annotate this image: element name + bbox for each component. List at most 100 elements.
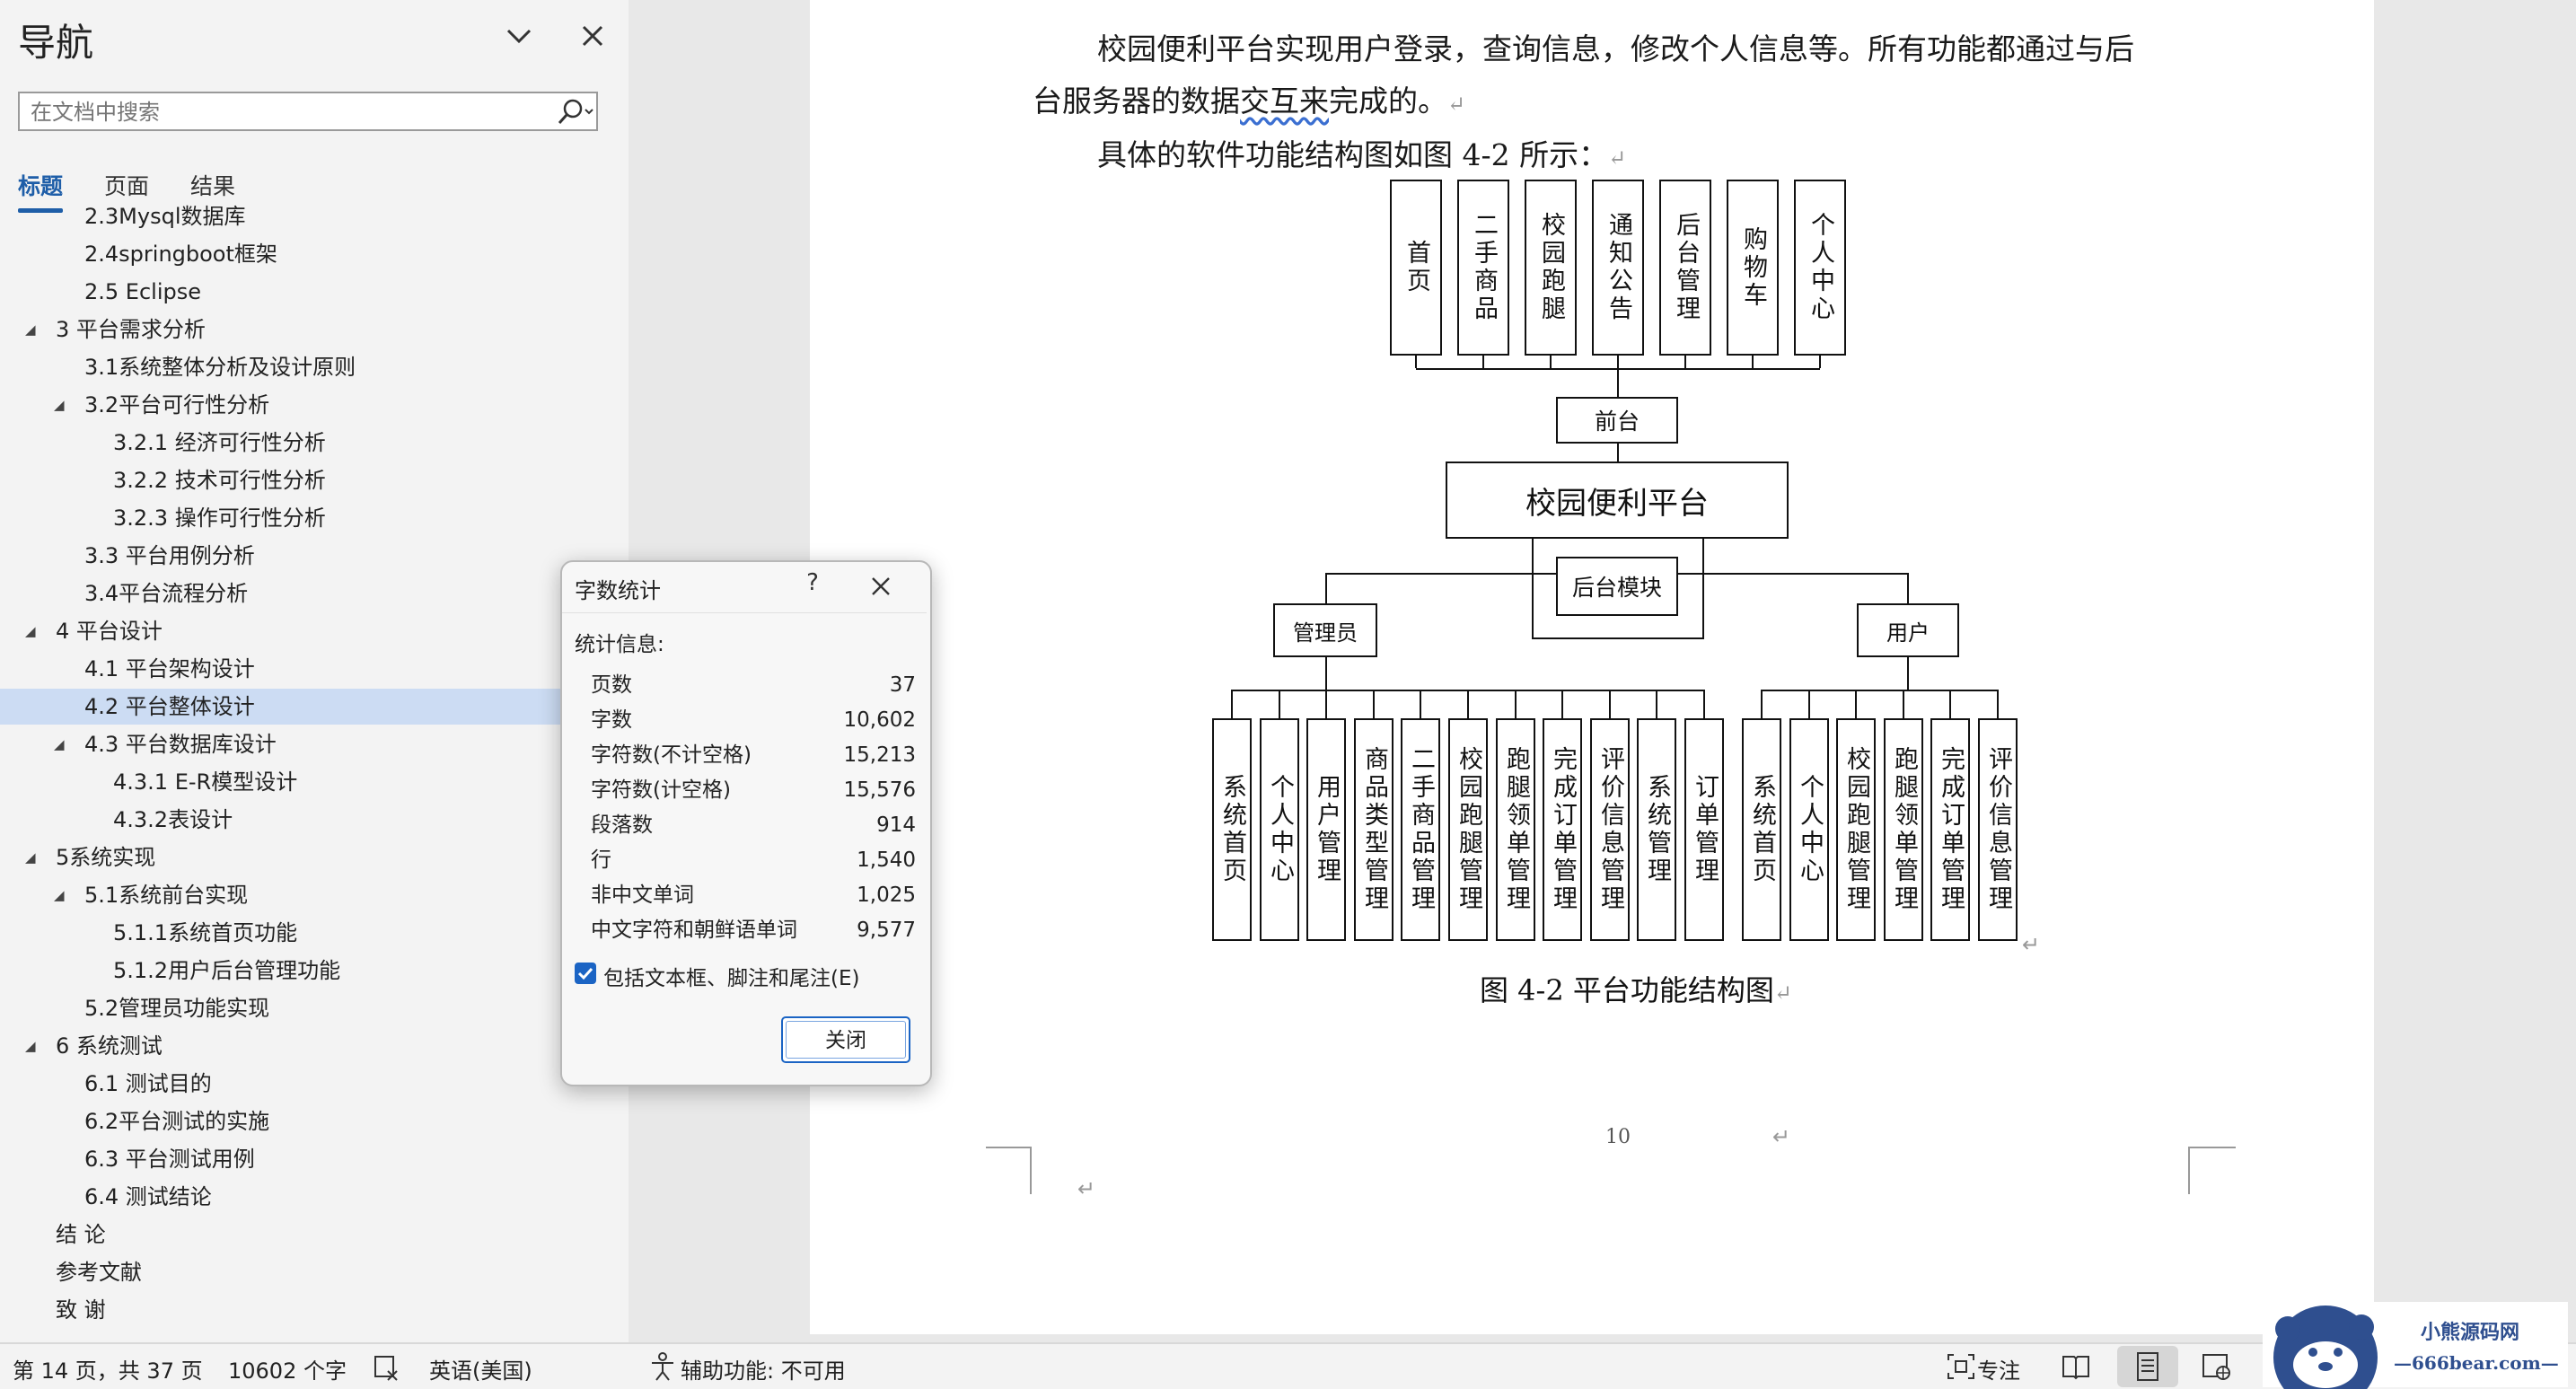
print-layout-button[interactable]: [2117, 1346, 2178, 1387]
tab-results[interactable]: 结果: [190, 173, 236, 199]
connector-line: [1231, 690, 1233, 718]
nav-heading-label: 6.1 测试目的: [84, 1071, 212, 1096]
admin-module-box: 个人中心: [1260, 718, 1299, 941]
close-icon[interactable]: [867, 573, 894, 600]
stat-label: 段落数: [591, 813, 653, 837]
search-input[interactable]: [29, 97, 535, 127]
connector-line: [1702, 539, 1704, 639]
nav-heading-item[interactable]: ◢4 平台设计: [0, 613, 629, 649]
nav-heading-item[interactable]: ◢5.1系统前台实现: [0, 877, 629, 913]
nav-heading-label: 5.1.1系统首页功能: [113, 920, 298, 945]
expand-triangle-icon[interactable]: ◢: [54, 736, 65, 752]
nav-heading-item[interactable]: 3.4平台流程分析: [0, 576, 629, 611]
nav-heading-item[interactable]: 4.3.1 E-R模型设计: [0, 764, 629, 800]
nav-heading-item[interactable]: 参考文献: [0, 1254, 629, 1290]
connector-line: [1656, 690, 1657, 718]
nav-heading-label: 3.2.1 经济可行性分析: [113, 430, 326, 455]
nav-heading-item[interactable]: 3.2.3 操作可行性分析: [0, 500, 629, 536]
tab-headings[interactable]: 标题: [18, 173, 64, 199]
help-button[interactable]: ?: [806, 569, 819, 596]
nav-heading-item[interactable]: ◢6 系统测试: [0, 1028, 629, 1064]
paragraph-1-line-2: 台服务器的数据交互来完成的。↵: [1033, 84, 1466, 119]
focus-mode-button[interactable]: 专注: [1977, 1358, 2020, 1384]
nav-heading-item[interactable]: ◢3 平台需求分析: [0, 312, 629, 347]
bear-logo-icon: [2273, 1305, 2378, 1389]
nav-heading-item[interactable]: 2.3Mysql数据库: [0, 198, 629, 234]
top-module-box: 后台管理: [1659, 180, 1711, 356]
close-dialog-button[interactable]: 关闭: [781, 1016, 910, 1063]
connector-line: [1907, 573, 1909, 603]
module-label: 后台管理: [1672, 212, 1700, 323]
watermark-logo: 小熊源码网 —666bear.com—: [2263, 1302, 2568, 1389]
nav-heading-item[interactable]: ◢5系统实现: [0, 840, 629, 875]
expand-triangle-icon[interactable]: ◢: [54, 397, 65, 413]
user-module-box: 系统首页: [1742, 718, 1781, 941]
nav-heading-label: 4.1 平台架构设计: [84, 656, 255, 681]
nav-heading-item[interactable]: 4.2 平台整体设计: [0, 689, 629, 725]
connector-line: [1325, 573, 1556, 575]
expand-triangle-icon[interactable]: ◢: [25, 849, 36, 866]
grammar-underline-text[interactable]: 交互来: [1240, 84, 1329, 119]
page-info[interactable]: 第 14 页，共 37 页: [13, 1358, 203, 1384]
admin-module-box: 跑腿领单管理: [1496, 718, 1535, 941]
top-module-box: 购物车: [1727, 180, 1779, 356]
nav-heading-item[interactable]: ◢4.3 平台数据库设计: [0, 726, 629, 762]
nav-search-box: [18, 92, 598, 131]
connector-line: [1550, 356, 1552, 368]
nav-heading-item[interactable]: 5.1.2用户后台管理功能: [0, 953, 629, 989]
module-label: 商品类型管理: [1360, 746, 1388, 913]
proofing-icon[interactable]: [368, 1349, 404, 1384]
nav-heading-item[interactable]: 6.1 测试目的: [0, 1066, 629, 1102]
include-textbox-checkbox[interactable]: [575, 963, 596, 984]
top-module-box: 首页: [1390, 180, 1442, 356]
web-layout-icon[interactable]: [2198, 1349, 2234, 1384]
accessibility-status[interactable]: 辅助功能: 不可用: [681, 1358, 846, 1384]
expand-triangle-icon[interactable]: ◢: [25, 623, 36, 639]
expand-triangle-icon[interactable]: ◢: [25, 321, 36, 338]
close-icon[interactable]: [573, 16, 612, 56]
connector-line: [1819, 356, 1821, 368]
watermark-url: —666bear.com—: [2394, 1352, 2559, 1374]
nav-heading-item[interactable]: 6.2平台测试的实施: [0, 1103, 629, 1139]
checkbox-label[interactable]: 包括文本框、脚注和尾注(E): [603, 967, 860, 990]
nav-heading-item[interactable]: 3.2.1 经济可行性分析: [0, 425, 629, 461]
nav-heading-item[interactable]: 致 谢: [0, 1292, 629, 1328]
nav-heading-item[interactable]: 2.5 Eclipse: [0, 274, 629, 310]
nav-heading-item[interactable]: 结 论: [0, 1217, 629, 1253]
admin-module-box: 系统首页: [1212, 718, 1252, 941]
nav-heading-item[interactable]: 3.2.2 技术可行性分析: [0, 462, 629, 498]
nav-heading-item[interactable]: 4.3.2表设计: [0, 802, 629, 838]
accessibility-icon[interactable]: [645, 1349, 681, 1384]
module-label: 评价信息管理: [1596, 746, 1624, 913]
expand-triangle-icon[interactable]: ◢: [25, 1038, 36, 1054]
language-status[interactable]: 英语(美国): [429, 1358, 532, 1384]
nav-heading-item[interactable]: 5.1.1系统首页功能: [0, 915, 629, 951]
nav-heading-item[interactable]: 2.4springboot框架: [0, 236, 629, 272]
nav-heading-item[interactable]: 5.2管理员功能实现: [0, 990, 629, 1026]
word-count-status[interactable]: 10602 个字: [228, 1358, 347, 1384]
nav-heading-item[interactable]: 6.3 平台测试用例: [0, 1141, 629, 1177]
tab-pages[interactable]: 页面: [104, 173, 150, 199]
module-label: 校园跑腿管理: [1842, 746, 1870, 913]
search-icon[interactable]: [551, 97, 596, 127]
nav-heading-label: 结 论: [56, 1222, 106, 1247]
focus-icon[interactable]: [1943, 1349, 1979, 1384]
nav-heading-item[interactable]: 3.3 平台用例分析: [0, 538, 629, 574]
connector-line: [1617, 368, 1619, 397]
nav-heading-item[interactable]: 6.4 测试结论: [0, 1179, 629, 1215]
read-mode-icon[interactable]: [2058, 1349, 2094, 1384]
top-module-box: 通知公告: [1592, 180, 1644, 356]
nav-heading-item[interactable]: 3.1系统整体分析及设计原则: [0, 349, 629, 385]
expand-triangle-icon[interactable]: ◢: [54, 887, 65, 903]
nav-heading-item[interactable]: 4.1 平台架构设计: [0, 651, 629, 687]
stat-value: 10,602: [843, 708, 916, 732]
nav-heading-label: 2.4springboot框架: [84, 242, 277, 267]
stat-label: 行: [591, 848, 611, 872]
chevron-down-icon[interactable]: [499, 16, 539, 56]
nav-heading-item[interactable]: ◢3.2平台可行性分析: [0, 387, 629, 423]
nav-heading-label: 3.2.3 操作可行性分析: [113, 505, 326, 531]
module-label: 个人中心: [1796, 774, 1824, 885]
